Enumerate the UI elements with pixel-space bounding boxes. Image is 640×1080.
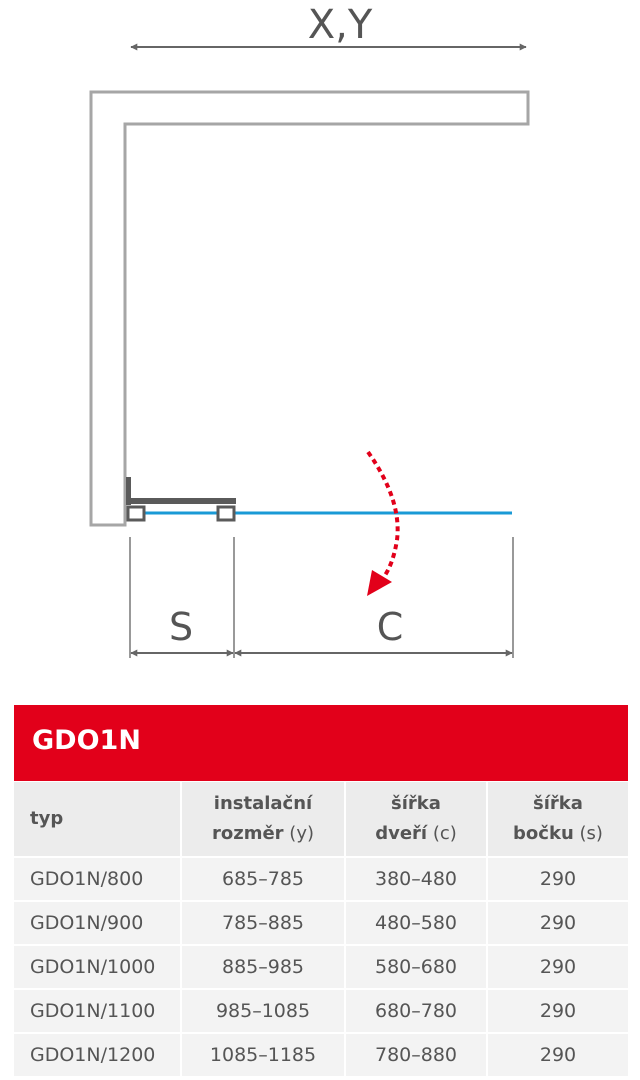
door-swing-arrow	[366, 450, 400, 580]
side-dimension-label: S	[169, 605, 193, 649]
cell-door-width: 780–880	[346, 1034, 486, 1076]
hinge-left	[126, 505, 146, 522]
header-line2: bočku	[513, 823, 574, 844]
door-dimension-label: C	[377, 605, 404, 649]
column-header-side-width: šířka bočku (s)	[488, 782, 628, 856]
cell-side-width: 290	[488, 1034, 628, 1076]
table-title-bar: GDO1N	[14, 705, 628, 781]
cell-type: GDO1N/1100	[14, 990, 180, 1032]
wall-profile	[126, 477, 131, 505]
cell-door-width: 480–580	[346, 902, 486, 944]
cell-type: GDO1N/900	[14, 902, 180, 944]
table-title: GDO1N	[32, 725, 141, 756]
header-line1: instalační	[213, 793, 313, 814]
cell-door-width: 580–680	[346, 946, 486, 988]
column-header-installation-size: instalační rozměr (y)	[182, 782, 344, 856]
hinge-right	[216, 505, 236, 522]
cell-side-width: 290	[488, 990, 628, 1032]
wall-outline	[89, 90, 530, 527]
side-panel-profile	[126, 498, 236, 504]
cell-side-width: 290	[488, 902, 628, 944]
header-unit: (c)	[432, 823, 457, 844]
cell-installation-size: 785–885	[182, 902, 344, 944]
cell-door-width: 680–780	[346, 990, 486, 1032]
cell-installation-size: 685–785	[182, 858, 344, 900]
cell-side-width: 290	[488, 946, 628, 988]
overall-dimension-label: X,Y	[308, 2, 373, 48]
shower-enclosure-diagram: X,Y S C	[89, 2, 530, 658]
header-unit: (s)	[579, 823, 603, 844]
cell-type: GDO1N/800	[14, 858, 180, 900]
header-line1: šířka	[391, 793, 441, 814]
cell-type: GDO1N/1200	[14, 1034, 180, 1076]
header-line1: šířka	[533, 793, 583, 814]
cell-type: GDO1N/1000	[14, 946, 180, 988]
column-header-type-label: typ	[30, 808, 64, 829]
header-line2: dveří	[375, 823, 428, 844]
header-line2: rozměr	[212, 823, 284, 844]
column-header-type: typ	[14, 782, 180, 856]
cell-door-width: 380–480	[346, 858, 486, 900]
cell-side-width: 290	[488, 858, 628, 900]
door-swing-arrowhead-icon	[367, 570, 392, 596]
cell-installation-size: 885–985	[182, 946, 344, 988]
column-header-door-width: šířka dveří (c)	[346, 782, 486, 856]
header-unit: (y)	[289, 823, 314, 844]
cell-installation-size: 985–1085	[182, 990, 344, 1032]
cell-installation-size: 1085–1185	[182, 1034, 344, 1076]
